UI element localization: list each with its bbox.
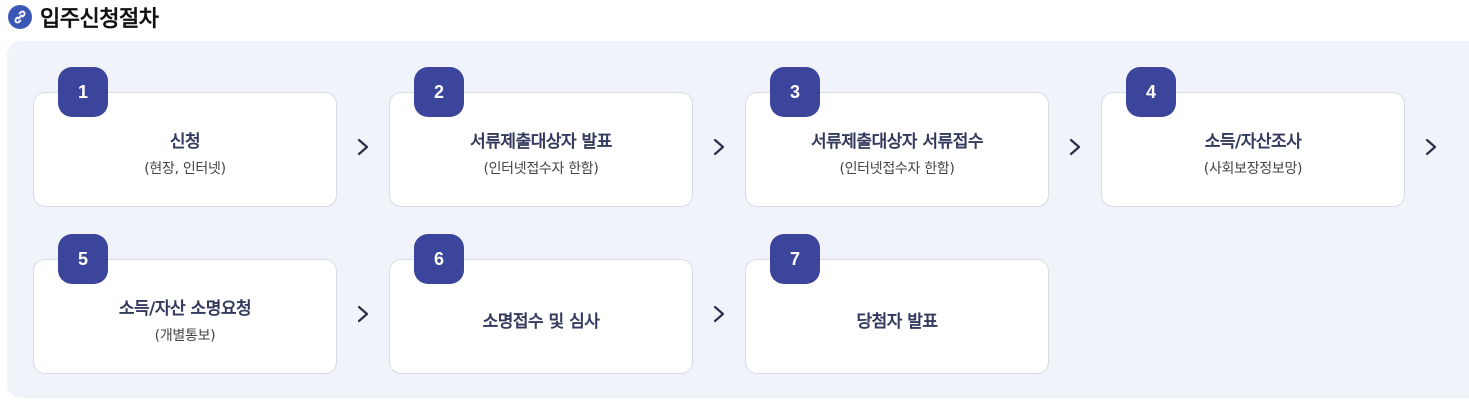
step-number-badge: 2 xyxy=(414,67,464,117)
step-subtitle: (인터넷접수자 한함) xyxy=(839,161,955,177)
step-subtitle: (개별통보) xyxy=(154,328,216,344)
step-title: 소득/자산 소명요청 xyxy=(118,299,252,319)
chevron-right-icon xyxy=(357,138,369,156)
step-card-6: 소명접수 및 심사 xyxy=(389,259,693,374)
step-number-badge: 3 xyxy=(770,67,820,117)
chevron-right-icon xyxy=(713,138,725,156)
step-number-badge: 6 xyxy=(414,234,464,284)
step-title: 소명접수 및 심사 xyxy=(482,312,600,332)
step-subtitle: (사회보장정보망) xyxy=(1203,161,1303,177)
step-subtitle: (인터넷접수자 한함) xyxy=(483,161,599,177)
step-number-badge: 5 xyxy=(58,234,108,284)
page-title: 입주신청절차 xyxy=(40,7,159,32)
step-title: 서류제출대상자 서류접수 xyxy=(811,132,983,152)
chevron-right-icon xyxy=(713,305,725,323)
step-title: 신청 xyxy=(169,132,201,152)
step-number-badge: 7 xyxy=(770,234,820,284)
section-header: 입주신청절차 xyxy=(8,2,159,32)
step-card-2: 서류제출대상자 발표 (인터넷접수자 한함) xyxy=(389,92,693,207)
step-title: 서류제출대상자 발표 xyxy=(470,132,612,152)
step-subtitle: (현장, 인터넷) xyxy=(144,161,226,177)
chevron-right-icon xyxy=(1069,138,1081,156)
chevron-right-icon xyxy=(1425,138,1437,156)
step-title: 당첨자 발표 xyxy=(856,312,938,332)
step-number-badge: 1 xyxy=(58,67,108,117)
step-card-3: 서류제출대상자 서류접수 (인터넷접수자 한함) xyxy=(745,92,1049,207)
step-title: 소득/자산조사 xyxy=(1204,132,1302,152)
chevron-right-icon xyxy=(357,305,369,323)
link-icon xyxy=(8,5,32,29)
step-number-badge: 4 xyxy=(1126,67,1176,117)
